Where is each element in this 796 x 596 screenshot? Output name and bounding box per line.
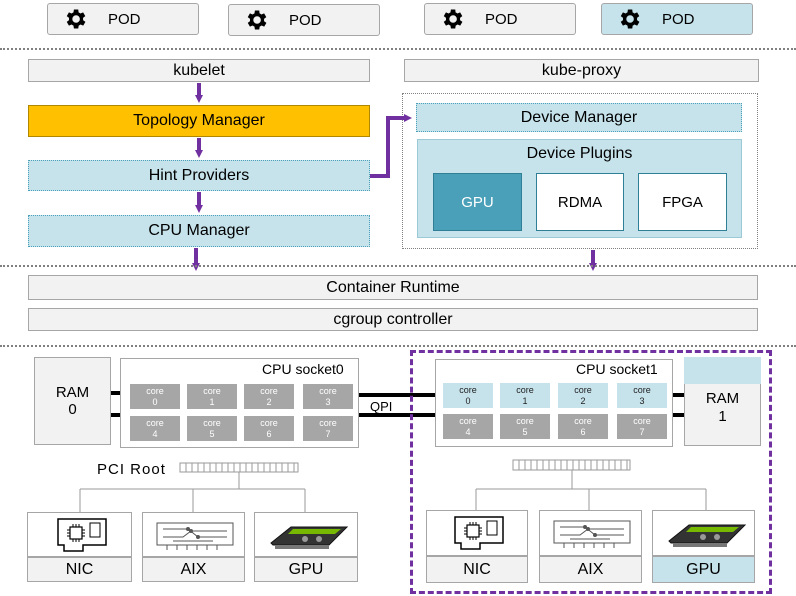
nic-label: NIC [426, 556, 528, 583]
gear-icon [443, 9, 463, 29]
nic-label: NIC [27, 557, 132, 582]
device-manager: Device Manager [416, 103, 742, 132]
hint-providers: Hint Providers [28, 160, 370, 191]
divider-line [0, 265, 796, 267]
container-runtime: Container Runtime [28, 275, 758, 300]
device-area [402, 93, 758, 249]
socket-1-label: CPU socket1 [576, 361, 658, 377]
ram0-bus-bottom [111, 413, 121, 417]
cgroup-controller: cgroup controller [28, 308, 758, 331]
ram-0: RAM 0 [34, 357, 111, 445]
aix-icon [156, 522, 234, 550]
plugin-rdma: RDMA [536, 173, 624, 231]
gear-icon [247, 10, 267, 30]
ram1-bus-top [673, 393, 685, 397]
pci-root-label: PCI Root [97, 461, 166, 478]
pod-2: POD [228, 4, 380, 36]
plugin-fpga: FPGA [638, 173, 727, 231]
qpi-line-bottom [359, 413, 435, 417]
pod-1: POD [47, 3, 199, 35]
ram-1-label: RAM 1 [684, 390, 761, 426]
ram-1-allocated [684, 357, 761, 384]
pod-label: POD [289, 11, 322, 29]
ram-index: 1 [718, 408, 727, 425]
gpu-icon [270, 526, 349, 549]
gpu-label: GPU [652, 556, 755, 583]
numa-node-1-highlight [410, 350, 772, 594]
aix-card-image [539, 510, 642, 556]
divider-line [0, 345, 796, 347]
gpu-card-image [652, 510, 755, 556]
kube-proxy-box: kube-proxy [404, 59, 759, 82]
ram-index: 0 [68, 401, 77, 418]
divider-line [0, 48, 796, 50]
pci-tree-left [79, 472, 306, 512]
topology-manager: Topology Manager [28, 105, 370, 137]
plugin-gpu: GPU [433, 173, 522, 231]
ram-label: RAM [55, 384, 90, 401]
gear-icon [620, 9, 640, 29]
aix-icon [553, 520, 631, 548]
pod-label: POD [108, 10, 141, 28]
pci-tree-right [475, 470, 707, 510]
ram1-bus-bottom [673, 413, 685, 417]
cpu-manager: CPU Manager [28, 215, 370, 247]
nic-card-image [426, 510, 528, 556]
nic-icon [454, 516, 504, 550]
socket-0-label: CPU socket0 [262, 361, 344, 377]
kubelet-box: kubelet [28, 59, 370, 82]
aix-label: AIX [142, 557, 245, 582]
gpu-icon [668, 524, 747, 547]
qpi-line-top [359, 393, 435, 397]
gear-icon [66, 9, 86, 29]
pod-3: POD [424, 3, 576, 35]
qpi-label: QPI [370, 399, 393, 414]
pod-4: POD [601, 3, 753, 35]
nic-card-image [27, 512, 132, 557]
ram-label: RAM [705, 390, 740, 407]
aix-card-image [142, 512, 245, 557]
nic-icon [57, 518, 107, 552]
ram0-bus-top [111, 391, 121, 395]
gpu-label: GPU [254, 557, 358, 582]
aix-label: AIX [539, 556, 642, 583]
pod-label: POD [662, 10, 695, 28]
device-plugins-label: Device Plugins [526, 145, 633, 162]
arrow-hint-device-manager [370, 114, 412, 178]
pod-label: POD [485, 10, 518, 28]
gpu-card-image [254, 512, 358, 557]
